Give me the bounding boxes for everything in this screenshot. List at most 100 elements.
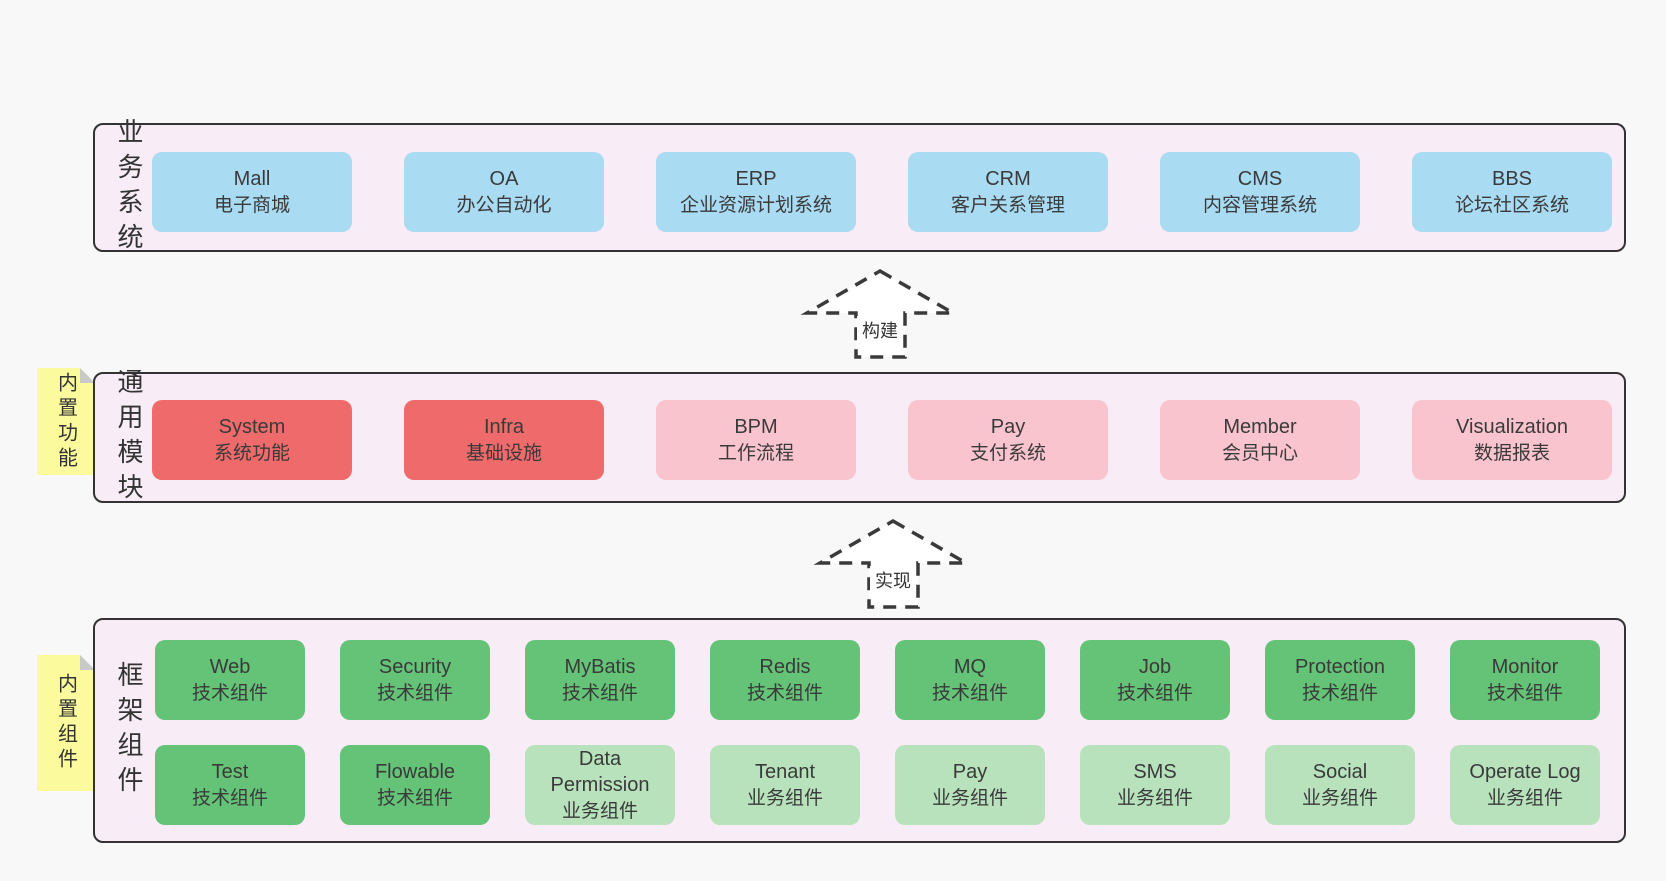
arrow-label-bg — [857, 316, 903, 344]
implement-arrow-icon: 实现 — [813, 518, 973, 609]
box-flowable: Flowable 技术组件 — [340, 745, 490, 825]
box-title: BBS — [1491, 168, 1533, 191]
box-subtitle: 工作流程 — [717, 442, 794, 464]
common-modules-panel: 通用模块 System 系统功能 Infra 基础设施 BPM 工作流程 Pay… — [93, 368, 1626, 508]
box-subtitle: 办公自动化 — [456, 194, 552, 216]
box-subtitle: 技术组件 — [376, 787, 453, 809]
built-in-features-label: 内置功能 — [54, 371, 77, 472]
box-social: Social 业务组件 — [1265, 745, 1415, 825]
box-visualization: Visualization 数据报表 — [1412, 400, 1612, 480]
box-mall: Mall 电子商城 — [152, 152, 352, 232]
box-subtitle: 业务组件 — [1116, 787, 1193, 809]
box-title: Infra — [483, 416, 525, 439]
box-subtitle: 数据报表 — [1473, 442, 1550, 464]
box-subtitle: 技术组件 — [1486, 682, 1563, 704]
box-subtitle: 支付系统 — [969, 442, 1046, 464]
box-protection: Protection 技术组件 — [1265, 640, 1415, 720]
box-title: BPM — [734, 416, 778, 439]
box-title: MyBatis — [564, 656, 636, 679]
box-crm: CRM 客户关系管理 — [908, 152, 1108, 232]
box-title: Security — [378, 656, 452, 679]
box-subtitle: 技术组件 — [561, 682, 638, 704]
box-bbs: BBS 论坛社区系统 — [1412, 152, 1612, 232]
box-subtitle: 系统功能 — [213, 442, 290, 464]
box-redis: Redis 技术组件 — [710, 640, 860, 720]
box-title: OA — [489, 168, 519, 191]
box-tenant: Tenant 业务组件 — [710, 745, 860, 825]
box-mq: MQ 技术组件 — [895, 640, 1045, 720]
built-in-components-label: 内置组件 — [54, 673, 77, 773]
box-title: Member — [1223, 416, 1297, 439]
box-subtitle: 技术组件 — [931, 682, 1008, 704]
box-sms: SMS 业务组件 — [1080, 745, 1230, 825]
arrow-label-bg — [870, 566, 916, 594]
box-title: Operate Log — [1469, 761, 1581, 784]
box-subtitle: 技术组件 — [376, 682, 453, 704]
box-title: Mall — [233, 168, 271, 191]
box-operate-log: Operate Log 业务组件 — [1450, 745, 1600, 825]
box-infra: Infra 基础设施 — [404, 400, 604, 480]
box-data-permission: Data Permission 业务组件 — [525, 745, 675, 825]
built-in-components-tab: 内置组件 — [37, 655, 95, 791]
box-title: System — [218, 416, 286, 439]
box-title: Flowable — [374, 761, 456, 784]
box-subtitle: 业务组件 — [1486, 787, 1563, 809]
box-title: SMS — [1133, 761, 1177, 784]
box-title: Protection — [1294, 656, 1386, 679]
box-subtitle: 技术组件 — [1116, 682, 1193, 704]
business-systems-label: 业务系统 — [114, 117, 144, 258]
business-systems-panel: 业务系统 Mall 电子商城 OA 办公自动化 ERP 企业资源计划系统 CRM… — [93, 118, 1626, 258]
box-title: ERP — [735, 168, 777, 191]
box-subtitle: 论坛社区系统 — [1454, 194, 1569, 216]
box-title: Redis — [759, 656, 811, 679]
box-subtitle: 技术组件 — [191, 682, 268, 704]
box-oa: OA 办公自动化 — [404, 152, 604, 232]
box-title: Tenant — [754, 761, 816, 784]
box-member: Member 会员中心 — [1160, 400, 1360, 480]
box-security: Security 技术组件 — [340, 640, 490, 720]
box-subtitle: 业务组件 — [746, 787, 823, 809]
box-subtitle: 基础设施 — [465, 442, 542, 464]
box-mybatis: MyBatis 技术组件 — [525, 640, 675, 720]
box-title: Job — [1138, 656, 1172, 679]
box-title: Test — [211, 761, 249, 784]
box-system: System 系统功能 — [152, 400, 352, 480]
build-arrow-label: 构建 — [862, 321, 898, 341]
box-title: Visualization — [1456, 416, 1568, 439]
box-web: Web 技术组件 — [155, 640, 305, 720]
box-job: Job 技术组件 — [1080, 640, 1230, 720]
box-subtitle: 会员中心 — [1221, 442, 1298, 464]
box-subtitle: 业务组件 — [561, 800, 638, 822]
box-title: Social — [1312, 761, 1368, 784]
box-title: Pay — [990, 416, 1026, 439]
box-pay-biz: Pay 业务组件 — [895, 745, 1045, 825]
box-bpm: BPM 工作流程 — [656, 400, 856, 480]
box-subtitle: 技术组件 — [746, 682, 823, 704]
box-pay: Pay 支付系统 — [908, 400, 1108, 480]
box-subtitle: 业务组件 — [1301, 787, 1378, 809]
box-title: Pay — [952, 761, 988, 784]
built-in-features-tab: 内置功能 — [37, 368, 95, 475]
box-title: CRM — [985, 168, 1031, 191]
framework-components-label: 框架组件 — [114, 660, 144, 801]
box-test: Test 技术组件 — [155, 745, 305, 825]
box-subtitle: 客户关系管理 — [950, 194, 1065, 216]
box-subtitle: 技术组件 — [1301, 682, 1378, 704]
box-title: MQ — [953, 656, 987, 679]
box-subtitle: 电子商城 — [213, 194, 290, 216]
box-title: Data Permission — [550, 748, 650, 797]
box-cms: CMS 内容管理系统 — [1160, 152, 1360, 232]
box-monitor: Monitor 技术组件 — [1450, 640, 1600, 720]
build-arrow-icon: 构建 — [800, 268, 960, 359]
box-subtitle: 企业资源计划系统 — [679, 194, 832, 216]
box-title: CMS — [1237, 168, 1283, 191]
box-title: Monitor — [1491, 656, 1559, 679]
framework-components-panel: 框架组件 Web 技术组件 Security 技术组件 MyBatis 技术组件… — [93, 618, 1626, 843]
box-subtitle: 技术组件 — [191, 787, 268, 809]
box-subtitle: 业务组件 — [931, 787, 1008, 809]
implement-arrow-label: 实现 — [875, 571, 911, 591]
box-erp: ERP 企业资源计划系统 — [656, 152, 856, 232]
box-title: Web — [209, 656, 251, 679]
box-subtitle: 内容管理系统 — [1202, 194, 1317, 216]
common-modules-label: 通用模块 — [114, 367, 144, 508]
